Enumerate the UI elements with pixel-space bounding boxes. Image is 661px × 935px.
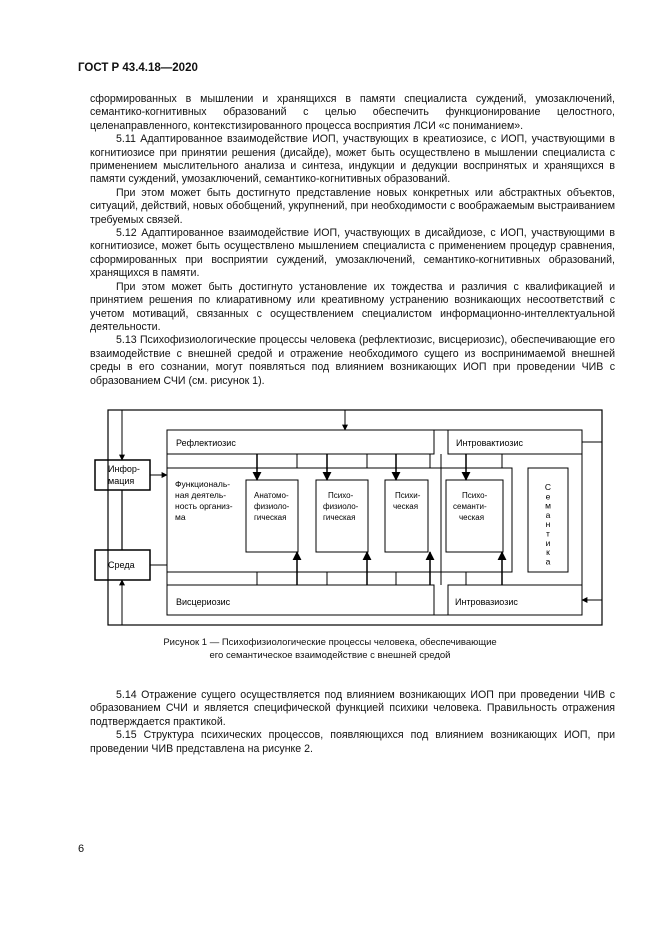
psikhofiz-box (315, 479, 369, 553)
informatsiya-box (94, 459, 151, 491)
semantika-letter: С (545, 482, 551, 492)
vistseriozis-box (166, 584, 435, 616)
bottom-text-block: 5.14 Отражение сущего осуществляется под… (90, 689, 615, 756)
func-line-3: ность организ- (175, 501, 233, 511)
paragraph: При этом может быть достигнуто представл… (90, 186, 615, 226)
semantika-letter: к (546, 547, 550, 557)
semantika-letter: а (546, 556, 551, 566)
introvaktiozis-label: Интровактиозис (456, 438, 524, 448)
inner-container (166, 429, 583, 616)
psikhosem-line-2: семанти- (453, 502, 487, 511)
psikhosem-box (445, 479, 504, 553)
func-line-1: Функциональ- (175, 479, 230, 489)
psikhofiz-line-1: Психо- (328, 491, 354, 500)
reflektiozis-label: Рефлектиозис (176, 438, 236, 448)
paragraph-5-14: 5.14 Отражение сущего осуществляется под… (90, 689, 615, 728)
psikhosem-line-3: ческая (459, 513, 484, 522)
paragraph-5-12: 5.12 Адаптированное взаимодействие ИОП, … (90, 227, 615, 280)
semantika-letter: и (546, 538, 551, 548)
psikhicheskaya-box (384, 479, 429, 553)
outer-frame (107, 409, 603, 626)
psikhicheskaya-line-2: ческая (393, 502, 418, 511)
introvaktiozis-box (447, 429, 583, 455)
document-header: ГОСТ Р 43.4.18—2020 (78, 62, 198, 74)
func-activity-box (166, 467, 513, 573)
anatomo-line-2: физиоло- (254, 502, 290, 511)
semantika-letter: м (545, 501, 551, 511)
sreda-label: Среда (108, 560, 135, 570)
paragraph-5-15: 5.15 Структура психических процессов, по… (90, 729, 615, 755)
informatsiya-line-2: мация (108, 476, 134, 486)
semantika-box (527, 467, 569, 573)
page-number: 6 (78, 843, 85, 855)
semantika-letter: н (546, 519, 551, 529)
top-text-block: сформированных в мышлении и хранящихся в… (90, 93, 615, 388)
paragraph-5-13: 5.13 Психофизиологические процессы челов… (90, 334, 615, 387)
func-line-2: ная деятель- (175, 490, 226, 500)
psikhosem-line-1: Психо- (462, 491, 488, 500)
anatomo-box (245, 479, 299, 553)
psikhofiz-line-2: физиоло- (323, 502, 359, 511)
caption-line-2: его семантическое взаимодействие с внешн… (209, 649, 451, 661)
semantika-letter: т (546, 529, 550, 539)
psikhofiz-line-3: гическая (323, 513, 355, 522)
reflektiozis-box (166, 429, 435, 455)
informatsiya-line-1: Инфор- (108, 464, 140, 474)
semantika-letter: е (546, 491, 551, 501)
caption-line-1: Рисунок 1 — Психофизиологические процесс… (163, 637, 497, 648)
vistseriozis-label: Висцериозис (176, 597, 231, 607)
paragraph: При этом может быть достигнуто установле… (90, 280, 615, 333)
figure-caption: Рисунок 1 — Психофизиологические процесс… (140, 637, 520, 662)
psikhicheskaya-line-1: Психи- (395, 491, 421, 500)
semantika-letter: а (546, 510, 551, 520)
paragraph: сформированных в мышлении и хранящихся в… (90, 93, 615, 132)
introvaziozis-label: Интровазиозис (455, 597, 518, 607)
paragraph-5-11: 5.11 Адаптированное взаимодействие ИОП, … (90, 133, 615, 186)
anatomo-line-3: гическая (254, 513, 286, 522)
introvaziozis-box (447, 584, 583, 616)
sreda-box (94, 549, 151, 581)
func-line-4: ма (175, 512, 186, 522)
anatomo-line-1: Анатомо- (254, 491, 289, 500)
